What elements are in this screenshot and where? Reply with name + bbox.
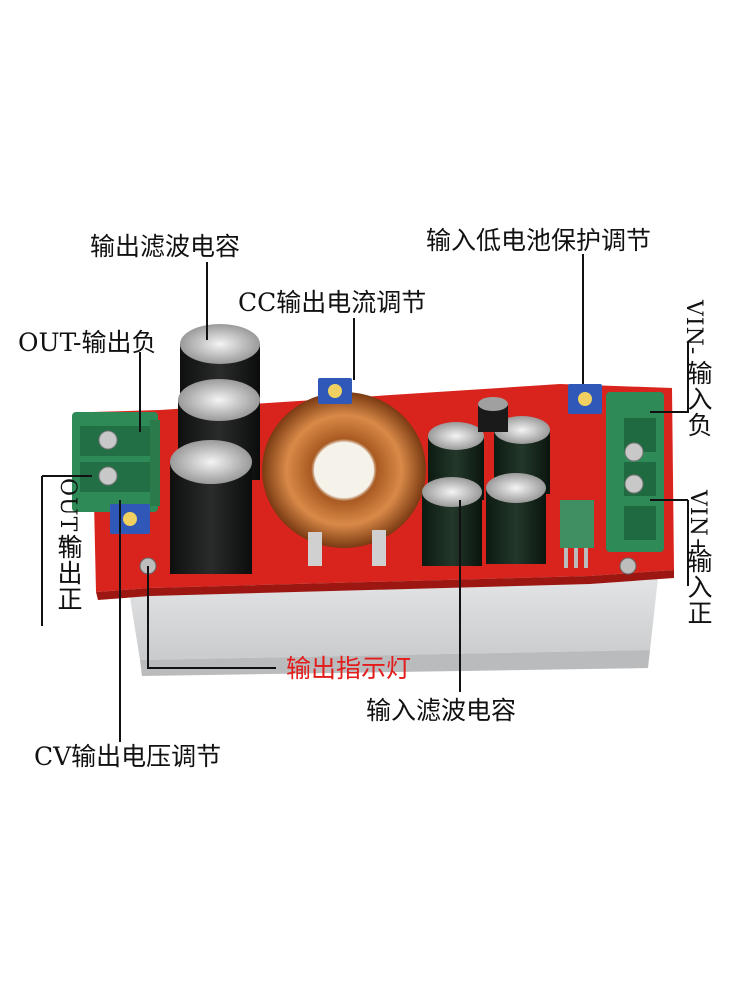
- toroid-inductor: [262, 392, 426, 566]
- label-output-filter-cap: 输出滤波电容: [90, 232, 241, 261]
- input-terminal-block: [606, 392, 664, 552]
- label-output-indicator: 输出指示灯: [286, 654, 412, 683]
- label-out-pos-en: OUT+: [55, 478, 80, 552]
- label-out-neg: OUT-输出负: [18, 328, 157, 357]
- output-capacitors: [170, 324, 260, 574]
- input-capacitors: [422, 397, 550, 566]
- label-vin-neg-zh: 输入负: [684, 360, 713, 438]
- power-diode: [560, 500, 594, 568]
- leader-lines: [41, 254, 689, 742]
- output-terminal-block: [72, 412, 160, 512]
- lvp-trimmer: [568, 384, 602, 414]
- label-cv-voltage-adjust: CV输出电压调节: [34, 742, 222, 771]
- label-vin-neg-en: VIN-: [681, 300, 706, 356]
- label-input-low-batt-protect: 输入低电池保护调节: [426, 226, 652, 255]
- cv-trimmer: [110, 504, 150, 534]
- label-out-pos-zh: 输出正: [54, 534, 83, 612]
- label-cc-current-adjust: CC输出电流调节: [238, 288, 427, 317]
- cc-trimmer: [318, 378, 352, 404]
- label-vin-pos-en: VIN+: [685, 490, 710, 557]
- label-input-filter-cap: 输入滤波电容: [366, 696, 517, 725]
- label-vin-pos-zh: 输入正: [684, 548, 713, 626]
